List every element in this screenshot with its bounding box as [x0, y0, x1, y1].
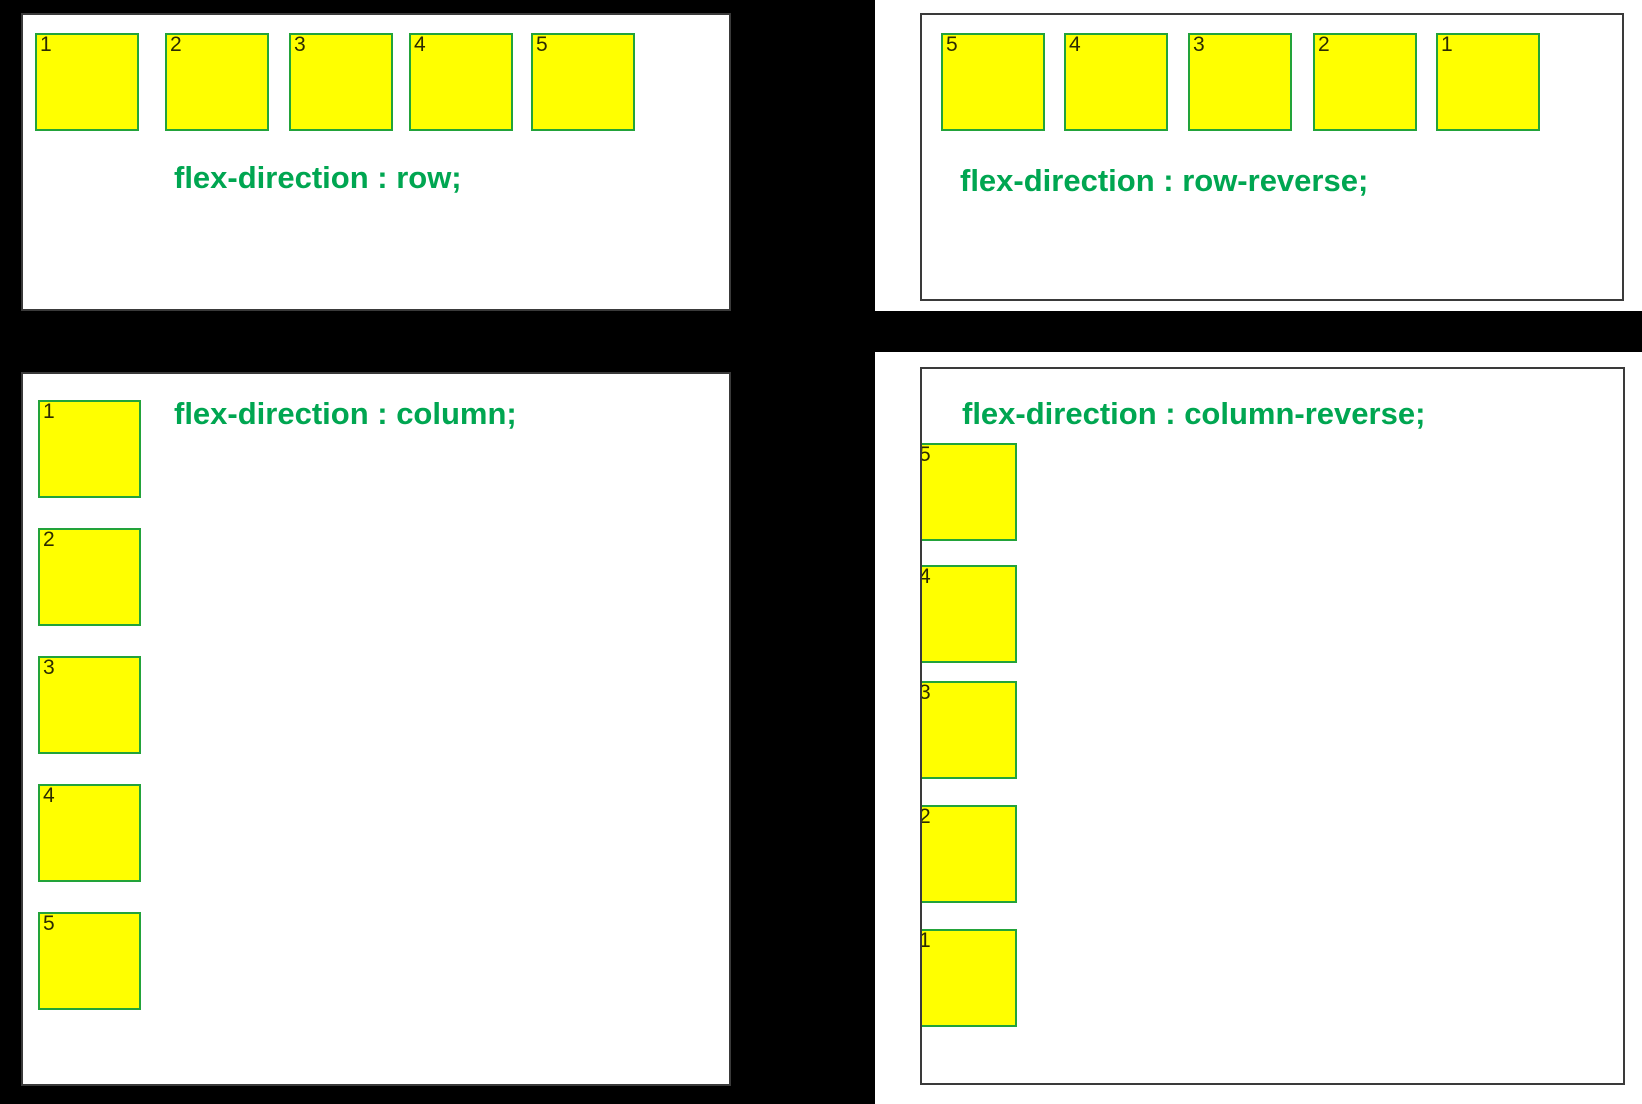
caption-flex-direction-row-reverse: flex-direction : row-reverse; [960, 163, 1369, 198]
flex-item-number: 4 [414, 33, 426, 56]
flex-item-box: 2 [38, 528, 141, 626]
flex-item-box: 3 [38, 656, 141, 754]
flex-item-number: 2 [1318, 33, 1330, 56]
flex-item-box: 4 [1064, 33, 1168, 131]
flex-item-box: 4 [409, 33, 513, 131]
flex-item-number: 1 [43, 400, 55, 423]
flex-item-number: 3 [920, 681, 931, 704]
flex-item-box: 1 [920, 929, 1017, 1027]
panel-flex-direction-column-reverse: 5 4 3 2 1 flex-direction : column-revers… [920, 367, 1625, 1085]
flex-item-box: 2 [920, 805, 1017, 903]
flex-item-box: 1 [1436, 33, 1540, 131]
flex-item-number: 5 [43, 912, 55, 935]
flex-item-box: 5 [531, 33, 635, 131]
flex-item-box: 1 [38, 400, 141, 498]
flex-item-box: 3 [289, 33, 393, 131]
flex-item-number: 2 [170, 33, 182, 56]
flex-item-number: 4 [920, 565, 931, 588]
panel-flex-direction-row: 1 2 3 4 5 flex-direction : row; [21, 13, 731, 311]
flex-item-number: 1 [1441, 33, 1453, 56]
panel-flex-direction-row-reverse: 5 4 3 2 1 flex-direction : row-reverse; [920, 13, 1624, 301]
flex-item-box: 2 [165, 33, 269, 131]
caption-flex-direction-column-reverse: flex-direction : column-reverse; [962, 396, 1426, 431]
flex-item-number: 1 [920, 929, 931, 952]
flex-item-number: 5 [536, 33, 548, 56]
flex-item-number: 4 [43, 784, 55, 807]
flex-item-number: 3 [294, 33, 306, 56]
flex-item-number: 2 [920, 805, 931, 828]
flex-item-number: 5 [920, 443, 931, 466]
flex-item-box: 2 [1313, 33, 1417, 131]
flex-item-box: 1 [35, 33, 139, 131]
flex-item-number: 5 [946, 33, 958, 56]
flex-item-number: 2 [43, 528, 55, 551]
flex-item-box: 5 [38, 912, 141, 1010]
flex-item-box: 5 [941, 33, 1045, 131]
flex-item-box: 4 [38, 784, 141, 882]
panel-flex-direction-column: 1 2 3 4 5 flex-direction : column; [21, 372, 731, 1086]
flex-item-number: 3 [43, 656, 55, 679]
flex-item-number: 3 [1193, 33, 1205, 56]
flex-item-box: 5 [920, 443, 1017, 541]
flex-item-number: 1 [40, 33, 52, 56]
flex-item-box: 3 [920, 681, 1017, 779]
caption-flex-direction-column: flex-direction : column; [174, 396, 517, 431]
flex-item-number: 4 [1069, 33, 1081, 56]
flex-item-box: 3 [1188, 33, 1292, 131]
flex-item-box: 4 [920, 565, 1017, 663]
caption-flex-direction-row: flex-direction : row; [174, 160, 462, 195]
